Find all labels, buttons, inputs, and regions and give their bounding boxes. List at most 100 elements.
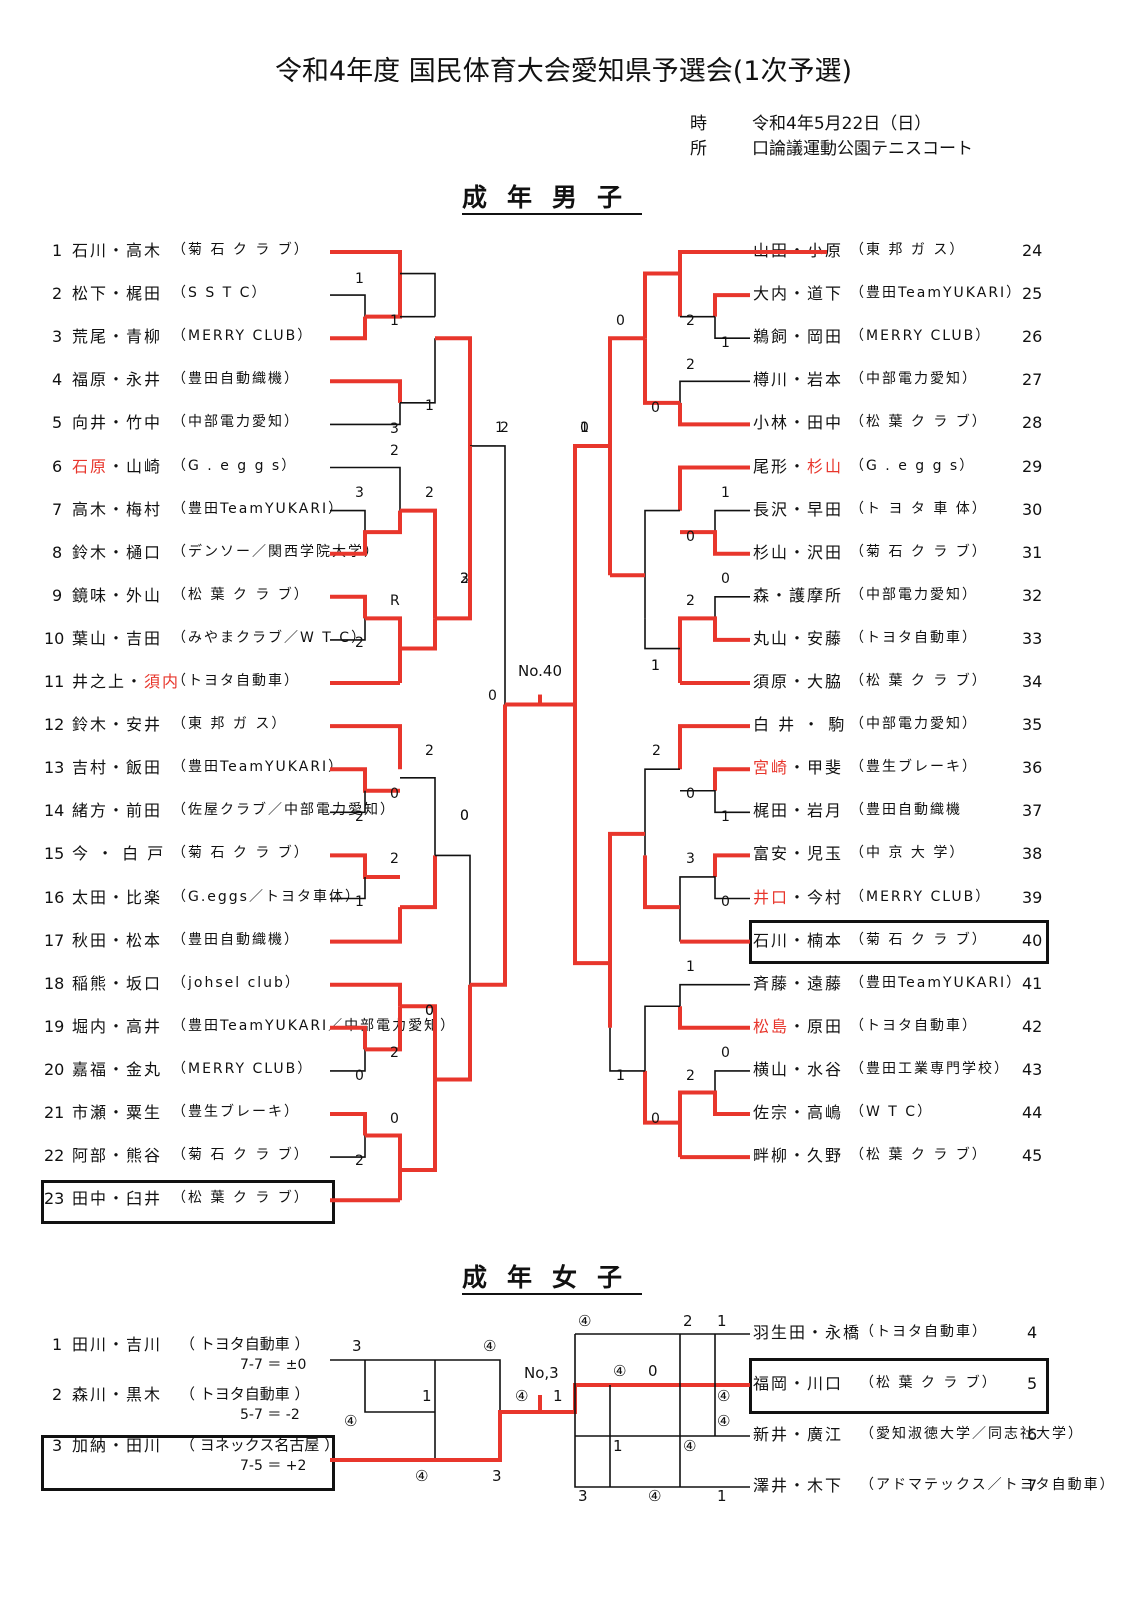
men-score: 0: [721, 894, 730, 910]
men-left-num: 5: [52, 413, 63, 433]
men-right-num: 40: [1022, 930, 1043, 950]
bracket-line: [330, 1135, 366, 1158]
men-left-club: （G . e g g s）: [172, 457, 298, 474]
winner-path: [713, 293, 750, 317]
men-score: 0: [651, 400, 660, 416]
men-left-num: 3: [52, 327, 63, 347]
men-right-club: （MERRY CLUB）: [850, 328, 992, 345]
men-right-num: 33: [1022, 628, 1043, 648]
men-left-club: （johsel club）: [172, 974, 301, 991]
men-left-club: （デンソー／関西学院大学）: [172, 543, 380, 560]
women-winner-box-3: [41, 1435, 335, 1491]
men-score: 0: [580, 420, 589, 436]
women-heading: 成年女子: [462, 1265, 643, 1295]
bracket-line: [330, 402, 401, 426]
winner-path: [435, 445, 472, 621]
men-right-num: 34: [1022, 672, 1043, 691]
men-right-name: 宮崎・甲斐: [753, 758, 844, 778]
men-right-num: 31: [1022, 542, 1043, 562]
women-left-diff: 7-7 ＝ ±0: [240, 1357, 307, 1373]
men-score: 0: [721, 1045, 730, 1061]
men-right-name: 森・護摩所: [753, 585, 844, 605]
women-score: 1: [613, 1437, 623, 1455]
winner-path: [365, 273, 402, 319]
women-score: 1: [717, 1487, 727, 1505]
men-right-name: 斉藤・遠藤: [753, 973, 844, 993]
men-left-name: 石原・山崎: [72, 456, 163, 476]
women-right-club: （トヨタ自動車）: [860, 1324, 988, 1340]
men-score: 2: [686, 313, 695, 329]
men-left-club: （菊 石 ク ラ ブ）: [172, 1147, 310, 1164]
men-left-name: 福原・永井: [72, 370, 163, 390]
men-score: 1: [495, 420, 504, 436]
men-score: 2: [686, 593, 695, 609]
men-right-name: 大内・道下: [753, 284, 844, 304]
bracket-line: [364, 1360, 435, 1413]
women-right-num: 6: [1027, 1425, 1038, 1444]
winner-path: [678, 465, 750, 511]
place-value: 口論議運動公園テニスコート: [752, 139, 973, 159]
men-right-num: 44: [1022, 1103, 1043, 1122]
winner-path: [400, 618, 437, 651]
men-score: 1: [686, 959, 695, 975]
women-score: ④: [717, 1412, 731, 1430]
men-left-num: 6: [52, 456, 63, 476]
women-left-name: 森川・黒木: [72, 1385, 163, 1404]
men-left-num: 20: [44, 1059, 65, 1079]
women-final-label: No,3: [524, 1364, 559, 1382]
men-right-club: （松 葉 ク ラ ブ）: [850, 1147, 988, 1164]
women-score: 1: [717, 1312, 727, 1330]
men-left-club: （みやまクラブ／W T C）: [172, 629, 368, 646]
men-score: 1: [616, 1068, 625, 1084]
women-score: ④: [515, 1387, 529, 1405]
men-right-name: 白 井 ・ 駒: [753, 715, 847, 735]
winner-path: [330, 982, 402, 1007]
date-label: 時: [690, 114, 707, 134]
winner-path: [643, 1070, 680, 1125]
men-right-club: （豊生ブレーキ）: [850, 759, 978, 776]
men-left-num: 14: [44, 801, 65, 821]
men-score: 0: [355, 1068, 364, 1084]
men-left-num: 21: [44, 1103, 65, 1122]
men-left-name: 向井・竹中: [72, 413, 163, 433]
winner-path: [330, 767, 400, 793]
men-left-club: （豊田TeamYUKARI／中部電力愛知）: [172, 1017, 457, 1034]
men-score: 0: [686, 786, 695, 802]
winner-path: [365, 616, 402, 683]
men-score: 2: [355, 635, 364, 651]
winner-path: [365, 1006, 402, 1052]
men-score: R: [390, 593, 400, 609]
bracket-line: [400, 338, 436, 404]
men-left-name: 鈴木・安井: [72, 715, 163, 735]
winner-path: [470, 704, 507, 987]
women-left-num: 2: [52, 1385, 63, 1404]
men-left-club: （菊 石 ク ラ ブ）: [172, 845, 310, 862]
men-right-club: （中部電力愛知）: [850, 371, 978, 388]
men-score: 3: [390, 421, 399, 437]
men-left-name: 葉山・吉田: [72, 628, 163, 648]
men-left-club: （佐屋クラブ／中部電力愛知）: [172, 802, 396, 819]
men-right-club: （豊田TeamYUKARI）: [850, 974, 1023, 991]
men-score: 2: [652, 743, 661, 759]
winner-path: [608, 831, 645, 1028]
men-right-name: 石川・楠本: [753, 930, 844, 950]
men-right-num: 42: [1022, 1016, 1043, 1036]
men-left-num: 22: [44, 1146, 65, 1166]
men-right-club: （松 葉 ク ラ ブ）: [850, 414, 988, 431]
men-left-club: （豊田TeamYUKARI）: [172, 500, 345, 517]
page-title: 令和4年度 国民体育大会愛知県予選会(1次予選): [274, 56, 852, 87]
men-left-name: 吉村・飯田: [72, 758, 163, 778]
bracket-line: [714, 1070, 750, 1093]
men-seed-box-40: [749, 920, 1049, 964]
men-heading: 成年男子: [462, 185, 643, 215]
men-left-num: 13: [44, 758, 65, 778]
winner-path: [608, 336, 645, 576]
men-score: 2: [686, 1068, 695, 1084]
winner-path: [713, 767, 750, 791]
winner-path: [678, 402, 750, 427]
men-right-club: （トヨタ自動車）: [850, 629, 978, 646]
winner-path: [400, 855, 437, 910]
men-right-club: （MERRY CLUB）: [850, 888, 992, 905]
men-score: 0: [460, 808, 469, 824]
bracket-line: [679, 876, 750, 942]
